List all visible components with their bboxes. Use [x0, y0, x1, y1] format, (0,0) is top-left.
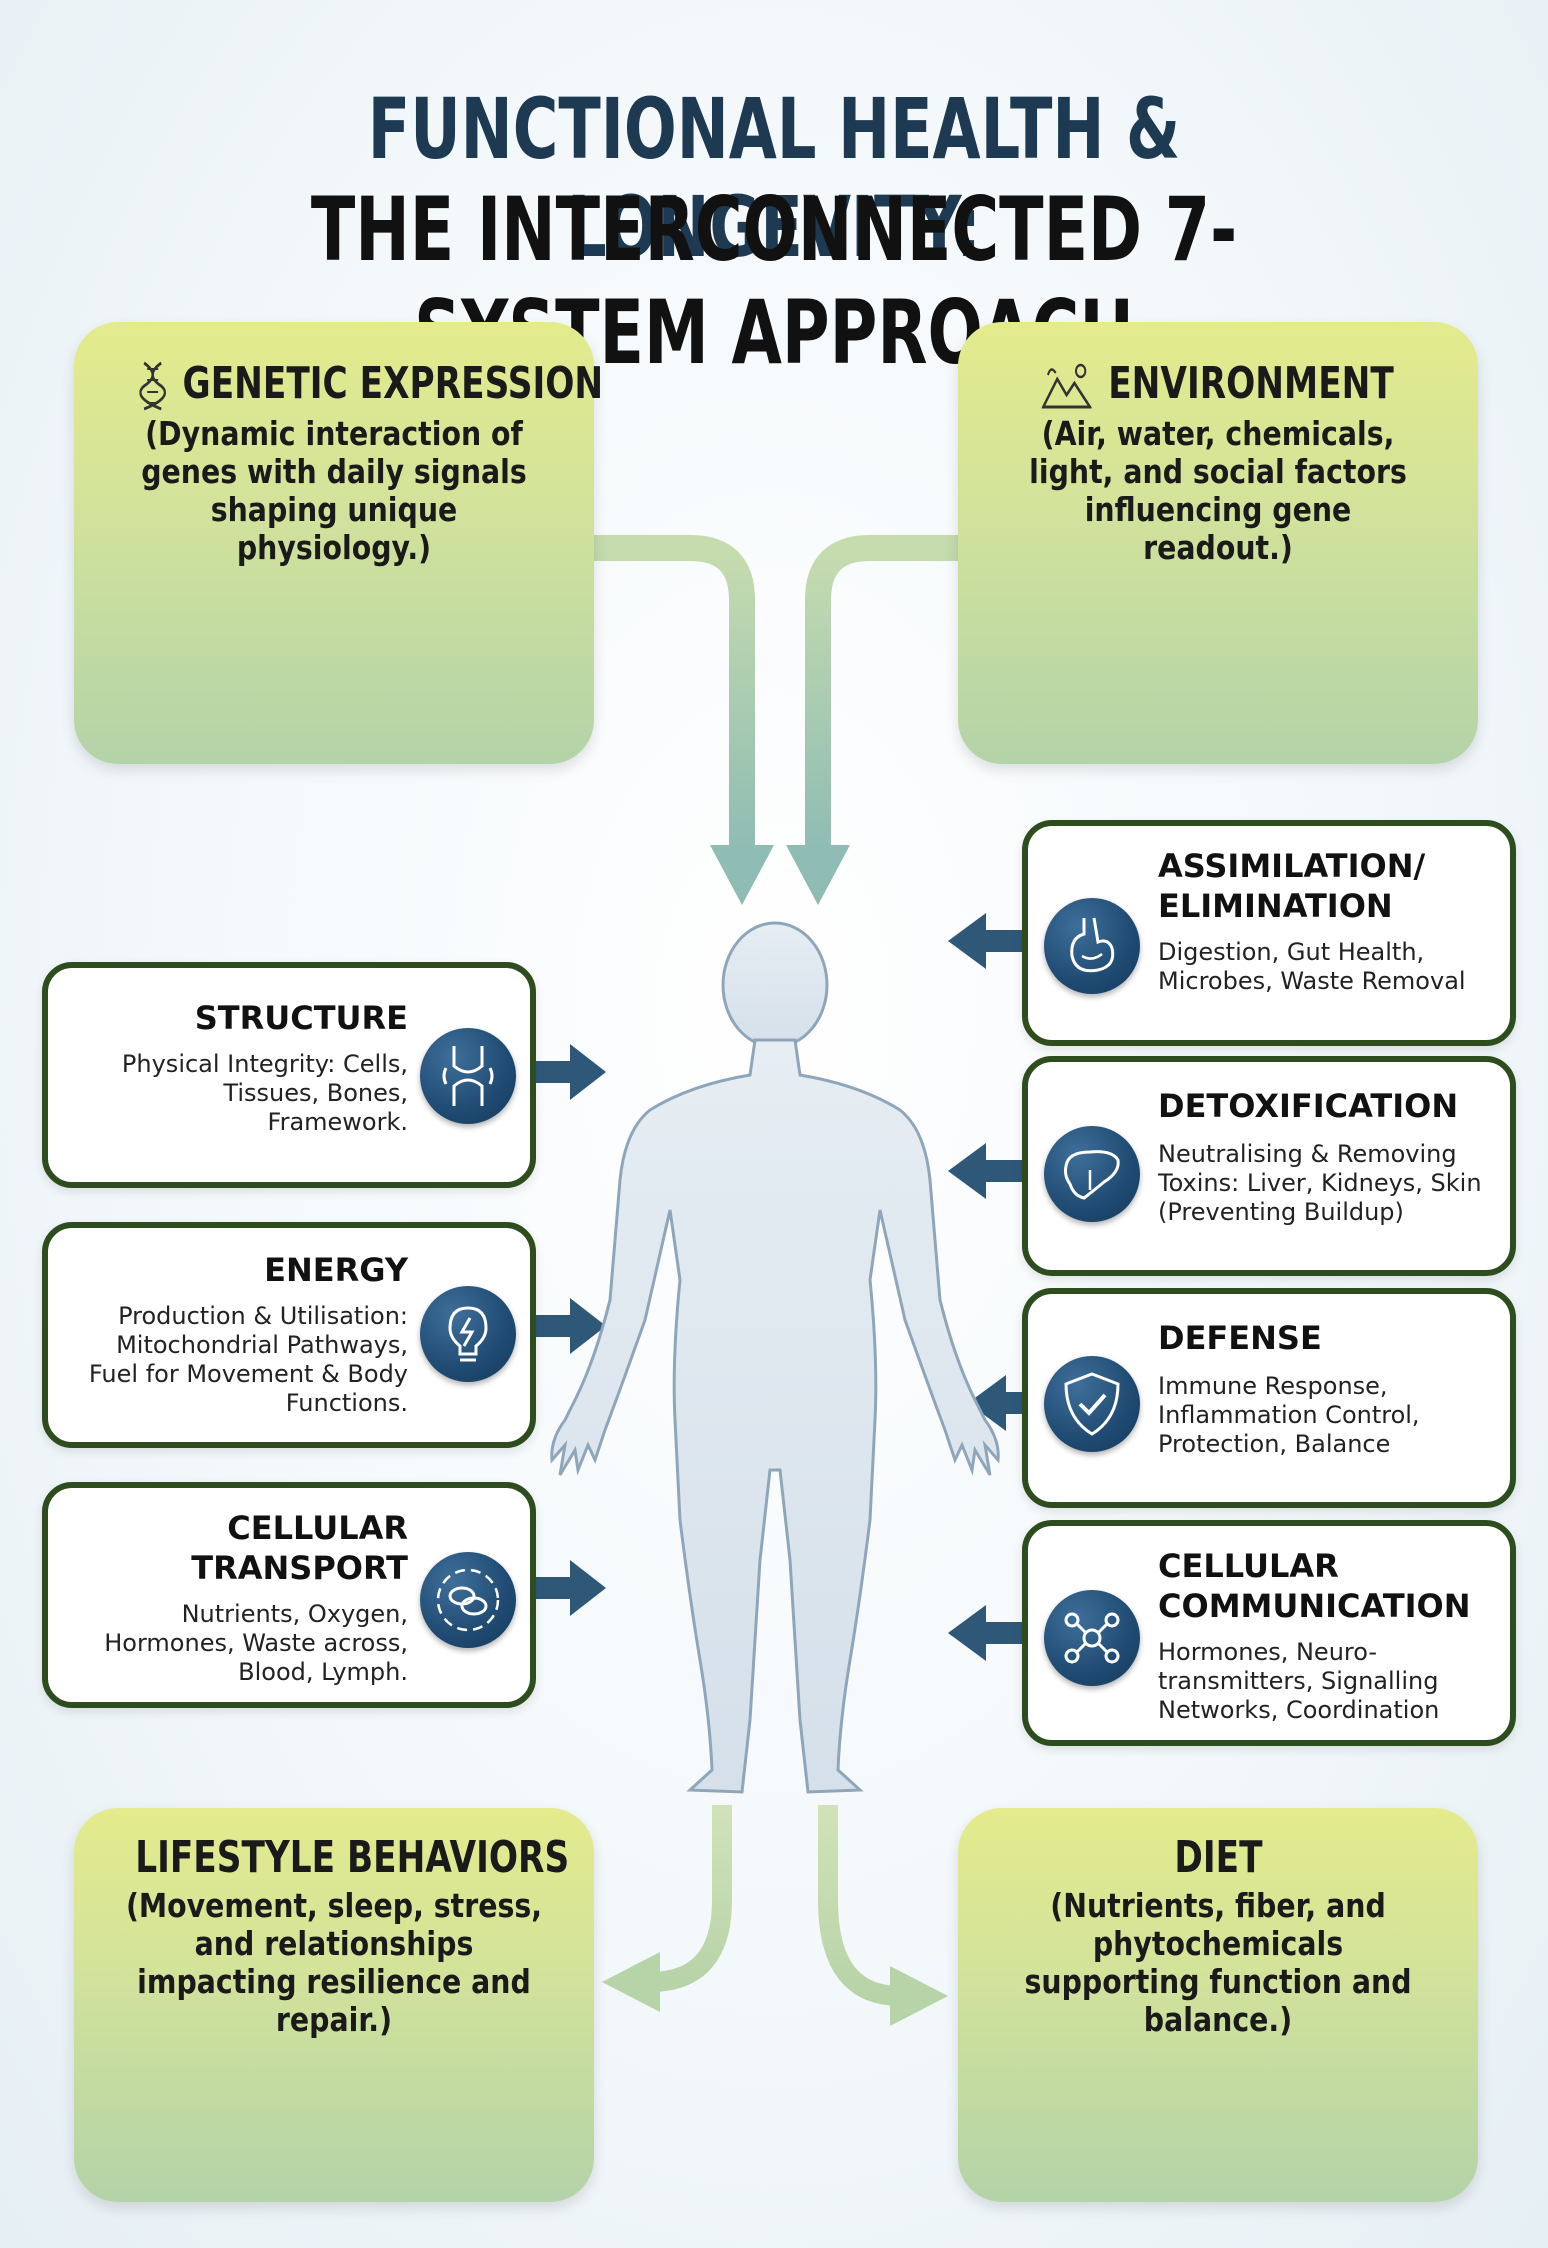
genetic-flow-arrowhead	[710, 845, 774, 905]
lifestyle-behaviors-box: LIFESTYLE BEHAVIORS (Movement, sleep, st…	[74, 1808, 594, 2202]
energy-arrow-icon	[535, 1298, 606, 1354]
diet-box: DIET (Nutrients, fiber, and phytochemica…	[958, 1808, 1478, 2202]
assimilation-title-line: ASSIMILATION/	[1158, 847, 1426, 885]
lightbulb-icon	[420, 1286, 516, 1382]
environment-flow-arrowhead	[786, 845, 850, 905]
genetic-expression-box: GENETIC EXPRESSION (Dynamic interaction …	[74, 322, 603, 764]
energy-desc-line: Fuel for Movement & Body	[88, 1360, 408, 1388]
structure-title: STRUCTURE	[194, 999, 408, 1037]
environment-heading: ENVIRONMENT	[1041, 358, 1395, 411]
cellular-transport-card: CELLULAR TRANSPORT Nutrients, Oxygen, Ho…	[42, 1482, 536, 1708]
stomach-icon	[1044, 898, 1140, 994]
diet-flow-arrowhead	[890, 1966, 948, 2026]
cellular-communication-desc-line: Networks, Coordination	[1158, 1696, 1440, 1724]
liver-icon	[1044, 1126, 1140, 1222]
energy-card: ENERGY Production & Utilisation: Mitocho…	[42, 1222, 536, 1448]
cellular-transport-desc-line: Nutrients, Oxygen,	[181, 1600, 408, 1628]
defense-card: DEFENSE Immune Response, Inflammation Co…	[1022, 1288, 1516, 1508]
structure-desc-line: Tissues, Bones,	[223, 1079, 408, 1107]
detoxification-title: DETOXIFICATION	[1158, 1087, 1459, 1125]
diet-flow-arrow	[818, 1805, 901, 2006]
lifestyle-flow-arrow	[649, 1805, 732, 1992]
energy-desc-line: Functions.	[285, 1389, 408, 1417]
shield-check-icon	[1044, 1356, 1140, 1452]
genetic-expression-title: GENETIC EXPRESSION	[182, 358, 604, 409]
joint-icon	[420, 1028, 516, 1124]
detoxification-desc-line: Neutralising & Removing	[1158, 1140, 1457, 1168]
environment-title: ENVIRONMENT	[1108, 358, 1395, 409]
assimilation-title-line: ELIMINATION	[1158, 887, 1393, 925]
cellular-communication-title-line: COMMUNICATION	[1158, 1587, 1471, 1625]
right-system-arrows	[948, 913, 1024, 1661]
assimilation-elimination-card: ASSIMILATION/ ELIMINATION Digestion, Gut…	[1022, 820, 1516, 1046]
cellular-transport-title-line: CELLULAR	[227, 1509, 408, 1547]
detox-arrow-icon	[948, 1143, 1024, 1199]
energy-title: ENERGY	[264, 1251, 408, 1289]
detoxification-desc-line: Toxins: Liver, Kidneys, Skin	[1158, 1169, 1482, 1197]
dna-icon	[139, 361, 166, 411]
cellular-transport-title-line: TRANSPORT	[191, 1549, 408, 1587]
defense-desc-line: Inflammation Control,	[1158, 1401, 1420, 1429]
structure-desc-line: Physical Integrity: Cells,	[121, 1050, 408, 1078]
environment-box: ENVIRONMENT (Air, water, chemicals, ligh…	[958, 322, 1478, 764]
defense-arrow-icon	[968, 1375, 1024, 1431]
cellular-transport-desc-line: Hormones, Waste across,	[104, 1629, 408, 1657]
network-icon	[1044, 1590, 1140, 1686]
genetic-expression-heading: GENETIC EXPRESSION	[139, 358, 603, 411]
defense-title: DEFENSE	[1158, 1319, 1322, 1357]
assimilation-desc-line: Microbes, Waste Removal	[1158, 967, 1466, 995]
human-body-silhouette	[550, 921, 1000, 1794]
defense-desc-line: Protection, Balance	[1158, 1430, 1391, 1458]
cellular-communication-title-line: CELLULAR	[1158, 1547, 1339, 1585]
lifestyle-behaviors-body: (Movement, sleep, stress, and relationsh…	[125, 1886, 543, 2039]
transport-arrow-icon	[535, 1560, 606, 1616]
cellular-communication-desc-line: Hormones, Neuro-	[1158, 1638, 1378, 1666]
lifestyle-flow-arrowhead	[602, 1952, 660, 2012]
detoxification-desc-line: (Preventing Buildup)	[1158, 1198, 1404, 1226]
cellular-transport-desc-line: Blood, Lymph.	[238, 1658, 408, 1686]
energy-desc-line: Mitochondrial Pathways,	[116, 1331, 408, 1359]
environment-flow-arrow	[805, 535, 960, 850]
lifestyle-behaviors-title: LIFESTYLE BEHAVIORS	[135, 1832, 570, 1883]
structure-arrow-icon	[535, 1044, 606, 1100]
genetic-expression-body: (Dynamic interaction of genes with daily…	[141, 414, 527, 567]
cellular-communication-desc-line: transmitters, Signalling	[1158, 1667, 1439, 1695]
communication-arrow-icon	[948, 1605, 1024, 1661]
assimilation-arrow-icon	[948, 913, 1024, 969]
structure-card: STRUCTURE Physical Integrity: Cells, Tis…	[42, 962, 536, 1188]
assimilation-desc-line: Digestion, Gut Health,	[1158, 938, 1425, 966]
defense-desc-line: Immune Response,	[1158, 1372, 1388, 1400]
detoxification-card: DETOXIFICATION Neutralising & Removing T…	[1022, 1056, 1516, 1276]
title-line-1: FUNCTIONAL HEALTH & LONGEVITY:	[367, 80, 1181, 276]
genetic-flow-arrow	[590, 535, 755, 850]
diet-title: DIET	[1173, 1832, 1263, 1883]
blood-cells-icon	[420, 1552, 516, 1648]
cellular-communication-card: CELLULAR COMMUNICATION Hormones, Neuro- …	[1022, 1520, 1516, 1746]
structure-desc-line: Framework.	[267, 1108, 408, 1136]
diet-body: (Nutrients, fiber, and phytochemicals su…	[1024, 1886, 1412, 2039]
environment-body: (Air, water, chemicals, light, and socia…	[1029, 414, 1407, 567]
energy-desc-line: Production & Utilisation:	[118, 1302, 408, 1330]
landscape-icon	[1041, 363, 1092, 409]
left-system-arrows	[535, 1044, 606, 1616]
